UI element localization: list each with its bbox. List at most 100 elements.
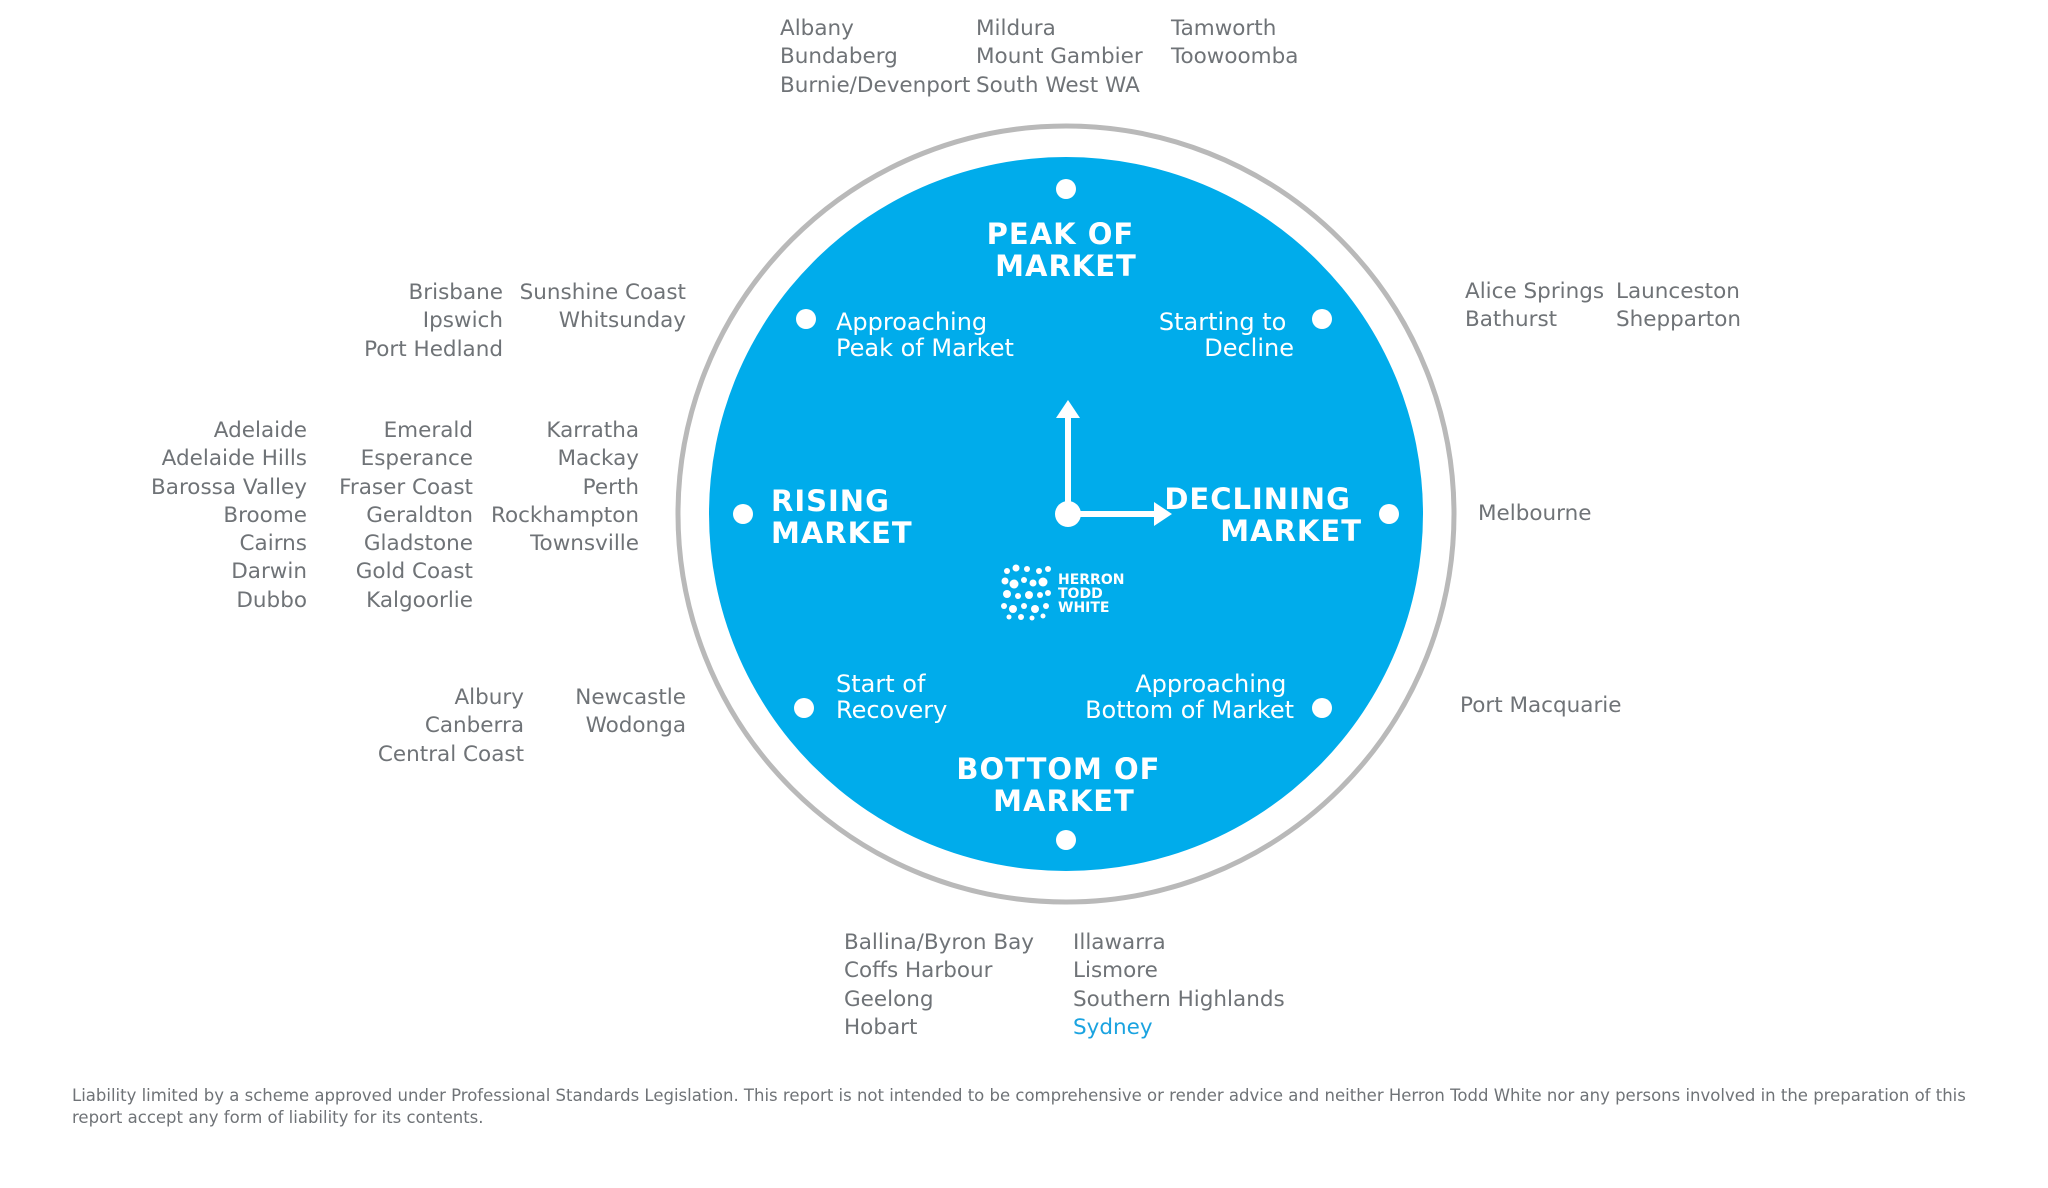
dot-approaching-bottom (1312, 698, 1332, 718)
city-item: Mildura (976, 16, 1056, 41)
label-peak-line2: MARKET (995, 249, 1137, 283)
city-item: Hobart (844, 1014, 918, 1040)
peak-cities-col1: Albany Bundaberg Burnie/Devenport (780, 15, 970, 100)
city-item: South West WA (976, 72, 1140, 98)
label-declining-line1: DECLINING (1164, 482, 1351, 516)
rising-cities-col1: Adelaide Adelaide Hills Barossa Valley B… (151, 417, 307, 615)
dot-declining (1379, 504, 1399, 524)
city-item: Mount Gambier (976, 44, 1143, 70)
label-rising: RISING MARKET (771, 484, 913, 550)
htw-logo-text: HERRON TODD WHITE (1058, 572, 1129, 616)
declining-cities-col1: Melbourne (1478, 500, 1592, 528)
city-item: Mackay (557, 446, 639, 472)
label-bottom-line1: BOTTOM OF (956, 752, 1160, 786)
label-approaching-peak-line1: Approaching (836, 308, 987, 336)
city-item: Rockhampton (490, 502, 639, 528)
clock-outer-ring (675, 123, 1457, 905)
label-approaching-bottom: Approaching Bottom of Market (1085, 670, 1294, 724)
city-item: Newcastle (575, 685, 686, 710)
label-approaching-bottom-line2: Bottom of Market (1085, 696, 1294, 724)
city-item: Bundaberg (780, 44, 898, 70)
city-item: Brisbane (408, 280, 503, 305)
starting-decline-cities-col2: Launceston Shepparton (1616, 278, 1741, 335)
city-item: Bathurst (1465, 307, 1558, 333)
dot-bottom (1056, 830, 1076, 850)
peak-cities-col3: Tamworth Toowoomba (1171, 15, 1298, 72)
city-item: Port Macquarie (1460, 693, 1622, 718)
city-item: Townsville (530, 531, 639, 557)
dot-approaching-peak (796, 309, 816, 329)
htw-logo-line1: HERRON (1058, 572, 1124, 588)
city-item: Launceston (1616, 279, 1740, 304)
city-item: Cairns (239, 531, 307, 557)
city-item: Shepparton (1616, 307, 1742, 333)
city-item: Southern Highlands (1073, 986, 1285, 1012)
start-recovery-cities-col1: Albury Canberra Central Coast (378, 684, 524, 769)
city-item: Geraldton (366, 502, 473, 528)
approaching-peak-cities-col1: Brisbane Ipswich Port Hedland (364, 279, 503, 364)
city-item: Toowoomba (1171, 44, 1299, 70)
dot-starting-decline (1312, 309, 1332, 329)
dot-peak (1056, 179, 1076, 199)
city-item: Central Coast (377, 741, 524, 767)
rising-cities-col2: Emerald Esperance Fraser Coast Geraldton… (339, 417, 473, 615)
label-bottom-line2: MARKET (993, 784, 1135, 818)
city-item: Gold Coast (355, 559, 473, 585)
label-approaching-peak: Approaching Peak of Market (836, 308, 1014, 362)
start-recovery-cities-col2: Newcastle Wodonga (575, 684, 686, 741)
label-start-recovery-line1: Start of (836, 670, 926, 698)
bottom-cities-col1: Ballina/Byron Bay Coffs Harbour Geelong … (844, 929, 1034, 1042)
city-item: Port Hedland (364, 336, 503, 362)
city-item: Canberra (424, 713, 524, 739)
approaching-peak-cities-col2: Sunshine Coast Whitsunday (520, 279, 686, 336)
city-item: Alice Springs (1465, 279, 1605, 304)
dot-rising (733, 504, 753, 524)
label-start-recovery: Start of Recovery (836, 670, 947, 724)
label-starting-decline: Starting to Decline (1159, 308, 1294, 362)
city-item: Gladstone (363, 531, 473, 557)
city-item: Sunshine Coast (519, 280, 686, 305)
city-item: Fraser Coast (339, 474, 473, 500)
city-item: Albany (780, 16, 854, 41)
city-item: Geelong (844, 986, 934, 1012)
city-item: Barossa Valley (151, 474, 307, 500)
starting-decline-cities-col1: Alice Springs Bathurst (1465, 278, 1604, 335)
clock-hands (1055, 400, 1172, 527)
city-item: Karratha (546, 418, 639, 443)
label-peak-line1: PEAK OF (987, 217, 1135, 251)
city-item: Ipswich (422, 308, 503, 334)
city-item: Albury (454, 685, 524, 710)
city-item: Burnie/Devenport (780, 72, 971, 98)
disclaimer: Liability limited by a scheme approved u… (72, 1086, 1966, 1127)
city-item: Adelaide (213, 418, 307, 443)
city-item: Esperance (360, 446, 473, 472)
label-starting-decline-line1: Starting to (1159, 308, 1286, 336)
htw-logo: HERRON TODD WHITE (1001, 564, 1129, 621)
label-declining: DECLINING MARKET (1164, 482, 1362, 548)
city-item: Broome (223, 502, 307, 528)
label-start-recovery-line2: Recovery (836, 696, 947, 724)
bottom-cities-col2: Illawarra Lismore Southern Highlands Syd… (1073, 929, 1285, 1042)
rising-cities-col3: Karratha Mackay Perth Rockhampton Townsv… (491, 417, 639, 558)
htw-logo-line2: TODD (1058, 586, 1103, 602)
label-rising-line2: MARKET (771, 516, 913, 550)
city-item: Whitsunday (558, 308, 686, 334)
city-item: Lismore (1073, 958, 1158, 984)
label-approaching-bottom-line1: Approaching (1135, 670, 1286, 698)
city-item: Wodonga (585, 713, 686, 739)
label-rising-line1: RISING (771, 484, 890, 518)
city-item: Coffs Harbour (844, 958, 993, 984)
label-starting-decline-line2: Decline (1204, 334, 1294, 362)
approaching-bottom-cities-col1: Port Macquarie (1460, 692, 1622, 720)
label-declining-line2: MARKET (1220, 514, 1362, 548)
label-approaching-peak-line2: Peak of Market (836, 334, 1014, 362)
city-item: Ballina/Byron Bay (844, 930, 1034, 955)
htw-logo-line3: WHITE (1058, 600, 1109, 616)
city-item: Kalgoorlie (366, 587, 473, 613)
city-item: Adelaide Hills (161, 446, 307, 472)
city-item: Dubbo (236, 587, 307, 613)
city-item: Darwin (231, 559, 307, 585)
city-item: Illawarra (1073, 930, 1166, 955)
htw-logo-mark-icon (1001, 564, 1051, 621)
